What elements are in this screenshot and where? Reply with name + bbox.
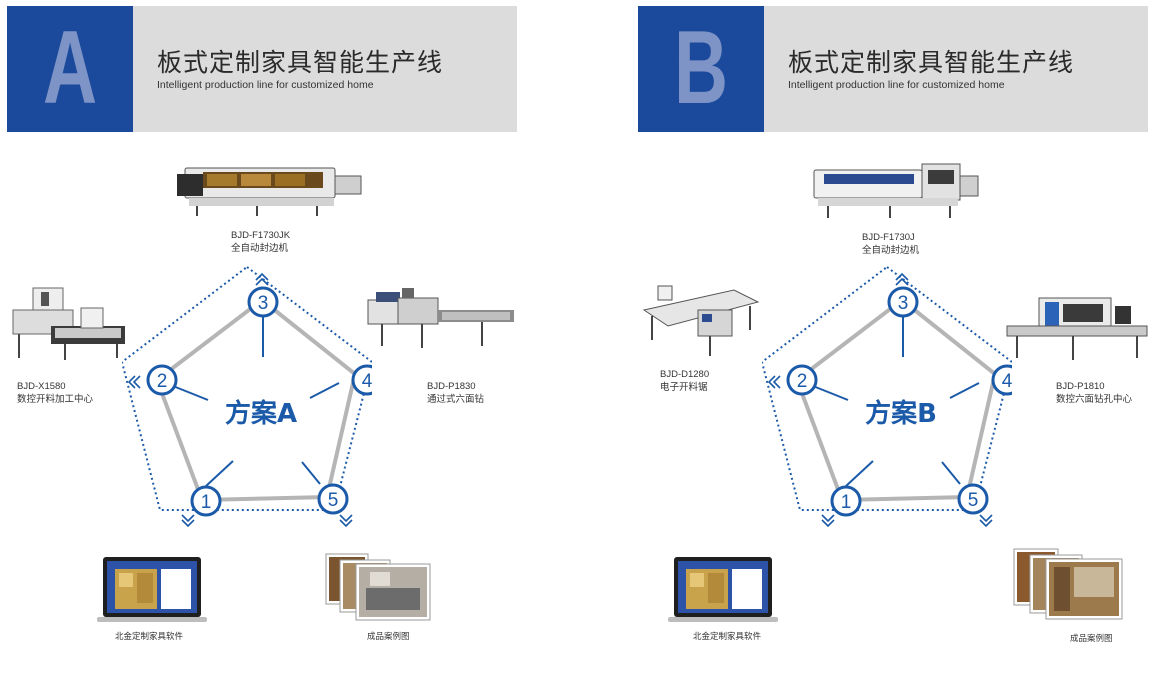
software-label: 北金定制家具软件 xyxy=(115,632,184,642)
edge-banding-machine-image xyxy=(177,167,362,216)
pentagon-outline xyxy=(762,265,1012,511)
case-photos-image xyxy=(325,553,431,621)
step-number: 3 xyxy=(258,293,269,314)
header-banner: A 板式定制家具智能生产线 Intelligent production lin… xyxy=(7,6,517,132)
title-cn: 板式定制家具智能生产线 xyxy=(788,48,1075,77)
direction-chevrons xyxy=(767,272,993,528)
step-node-2: 2 xyxy=(146,364,178,396)
step-number: 5 xyxy=(968,490,979,511)
laptop-software-image xyxy=(97,557,207,622)
step-number: 1 xyxy=(201,492,212,513)
step-node-2: 2 xyxy=(786,364,818,396)
edge-banding-machine-image xyxy=(813,163,979,218)
step-node-4: 4 xyxy=(351,364,372,396)
title-en: Intelligent production line for customiz… xyxy=(788,79,1005,91)
machine-model: BJD-F1730J xyxy=(862,232,915,243)
laptop-software-image xyxy=(668,557,778,622)
machine-caption-top: BJD-F1730J 全自动封边机 xyxy=(862,231,919,257)
spoke-lines xyxy=(812,316,980,487)
panel-scheme-a: A 板式定制家具智能生产线 Intelligent production lin… xyxy=(7,0,547,674)
machine-caption-right: BJD-P1830 通过式六面钻 xyxy=(427,380,484,406)
scheme-center-label: 方案B xyxy=(865,398,937,429)
machine-model: BJD-P1830 xyxy=(427,381,476,392)
machine-caption-right: BJD-P1810 数控六面钻孔中心 xyxy=(1056,380,1132,406)
software-label: 北金定制家具软件 xyxy=(693,632,762,642)
panel-scheme-b: B 板式定制家具智能生产线 Intelligent production lin… xyxy=(638,0,1157,674)
step-node-4: 4 xyxy=(991,364,1012,396)
machine-caption-top: BJD-F1730JK 全自动封边机 xyxy=(231,229,290,255)
step-number: 4 xyxy=(1002,371,1012,392)
step-node-5: 5 xyxy=(317,483,349,515)
case-photos-image xyxy=(1013,548,1123,620)
six-side-drill-image xyxy=(367,288,514,348)
step-node-3: 3 xyxy=(887,286,919,318)
machine-name: 电子开料锯 xyxy=(660,382,708,393)
cnc-drilling-center-image xyxy=(1006,297,1148,360)
pentagon-outline xyxy=(122,265,372,511)
step-number: 2 xyxy=(157,371,168,392)
step-number: 3 xyxy=(898,293,909,314)
step-node-1: 1 xyxy=(830,485,862,517)
cnc-router-image xyxy=(12,287,125,360)
cases-label: 成品案例图 xyxy=(1070,634,1113,644)
machine-model: BJD-D1280 xyxy=(660,369,710,380)
step-number: 2 xyxy=(797,371,808,392)
machine-model: BJD-F1730JK xyxy=(231,230,291,241)
workflow-pentagon-diagram: 3 2 4 1 5 方案A xyxy=(122,265,372,528)
header-banner: B 板式定制家具智能生产线 Intelligent production lin… xyxy=(638,6,1148,132)
step-node-5: 5 xyxy=(957,483,989,515)
machine-model: BJD-X1580 xyxy=(17,381,66,392)
machine-name: 全自动封边机 xyxy=(231,243,289,254)
machine-name: 数控六面钻孔中心 xyxy=(1056,394,1133,405)
step-node-3: 3 xyxy=(247,286,279,318)
machine-name: 数控开料加工中心 xyxy=(17,394,94,405)
workflow-pentagon-diagram: 3 2 4 1 5 方案B xyxy=(762,265,1012,528)
cases-label: 成品案例图 xyxy=(367,632,410,642)
step-node-1: 1 xyxy=(190,485,222,517)
panel-saw-image xyxy=(642,285,760,356)
step-number: 5 xyxy=(328,490,339,511)
step-number: 4 xyxy=(362,371,372,392)
letter-a: A xyxy=(42,10,98,126)
machine-caption-left: BJD-D1280 电子开料锯 xyxy=(660,368,709,394)
machine-caption-left: BJD-X1580 数控开料加工中心 xyxy=(17,380,93,406)
letter-b: B xyxy=(673,10,729,126)
letter-badge: B xyxy=(638,6,764,132)
machine-name: 全自动封边机 xyxy=(862,245,920,256)
scheme-center-label: 方案A xyxy=(225,398,297,429)
step-number: 1 xyxy=(841,492,852,513)
letter-badge: A xyxy=(7,6,133,132)
title-en: Intelligent production line for customiz… xyxy=(157,79,374,91)
spoke-lines xyxy=(172,316,340,487)
machine-name: 通过式六面钻 xyxy=(427,394,485,405)
title-cn: 板式定制家具智能生产线 xyxy=(157,48,444,77)
direction-chevrons xyxy=(127,272,353,528)
machine-model: BJD-P1810 xyxy=(1056,381,1105,392)
